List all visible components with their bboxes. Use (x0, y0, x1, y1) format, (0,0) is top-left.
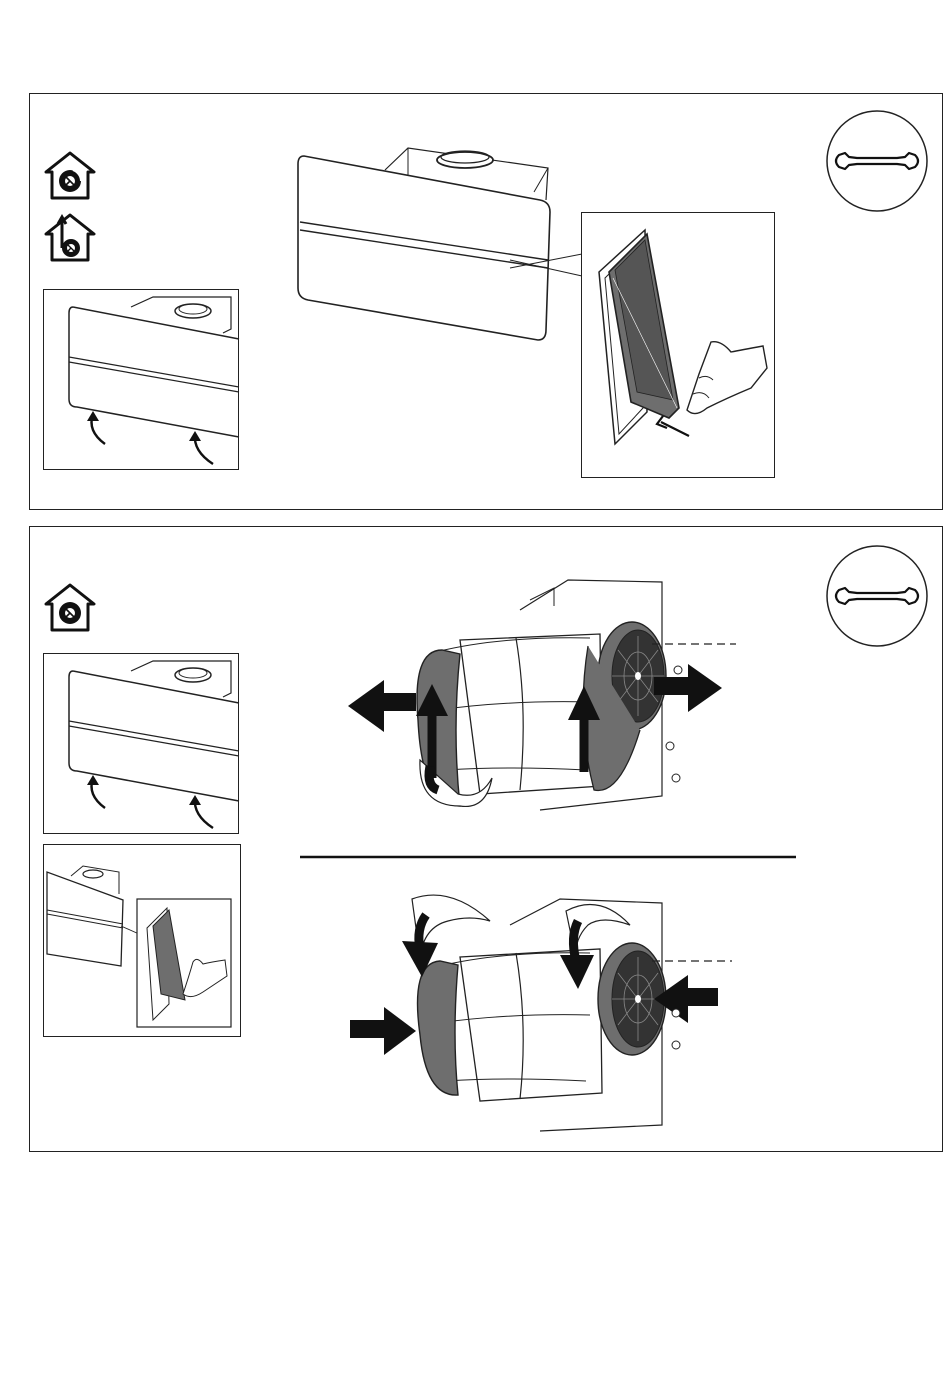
detail-leader-lines (500, 240, 590, 300)
wrench-icon (825, 109, 929, 213)
grease-filter-thumbnail-illustration (43, 844, 241, 1037)
twist-off-carbon-filters-illustration (340, 560, 750, 840)
step-divider (300, 855, 796, 859)
recirculation-mode-icon (42, 150, 98, 202)
wrench-icon (825, 544, 929, 648)
twist-on-carbon-filters-illustration (340, 885, 750, 1130)
grease-filter-removal-illustration (581, 212, 775, 478)
recirculation-mode-icon (42, 582, 98, 634)
extraction-mode-icon (42, 208, 98, 264)
hood-illustration (43, 289, 239, 470)
hood-illustration (43, 653, 239, 834)
